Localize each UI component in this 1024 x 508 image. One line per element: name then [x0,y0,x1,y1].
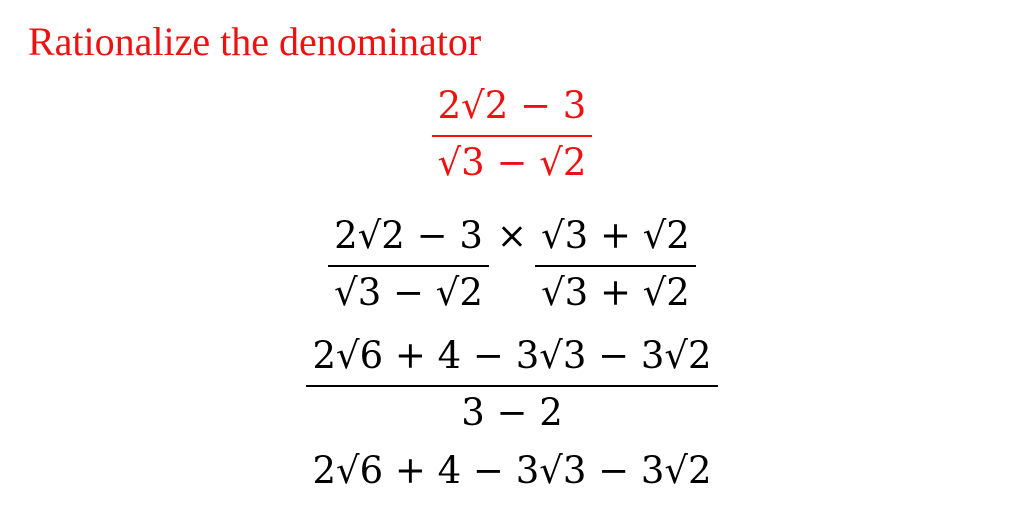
result-step: 2√6 + 4 − 3√3 − 3√2 [0,452,1024,489]
result-expression: 2√6 + 4 − 3√3 − 3√2 [312,449,712,492]
expanded-denominator: 3 − 2 [461,390,563,434]
left-numerator: 2√2 − 3 [334,214,483,257]
fraction-bar [535,264,696,267]
conjugate-numerator: √3 + √2 [541,214,690,257]
expanded-numerator: 2√6 + 4 − 3√3 − 3√2 [312,334,712,377]
original-expression: 2√2 − 3 √3 − √2 [0,84,1024,184]
conjugate-fraction: √3 + √2 √3 + √2 [535,214,696,314]
expanded-fraction: 2√6 + 4 − 3√3 − 3√2 3 − 2 [306,334,718,434]
original-fraction: 2√2 − 3 √3 − √2 [431,84,593,184]
original-denominator: √3 − √2 [437,140,587,184]
left-denominator: √3 − √2 [334,270,483,314]
original-numerator: 2√2 − 3 [437,84,587,127]
times-operator: × [496,216,528,257]
fraction-bar [306,384,718,387]
multiply-by-conjugate-step: 2√2 − 3 √3 − √2 × √3 + √2 √3 + √2 [0,214,1024,314]
expanded-step: 2√6 + 4 − 3√3 − 3√2 3 − 2 [0,334,1024,434]
conjugate-denominator: √3 + √2 [541,270,690,314]
page-title: Rationalize the denominator [28,19,482,64]
fraction-bar [431,134,593,137]
fraction-bar [328,264,489,267]
left-fraction: 2√2 − 3 √3 − √2 [328,214,489,314]
